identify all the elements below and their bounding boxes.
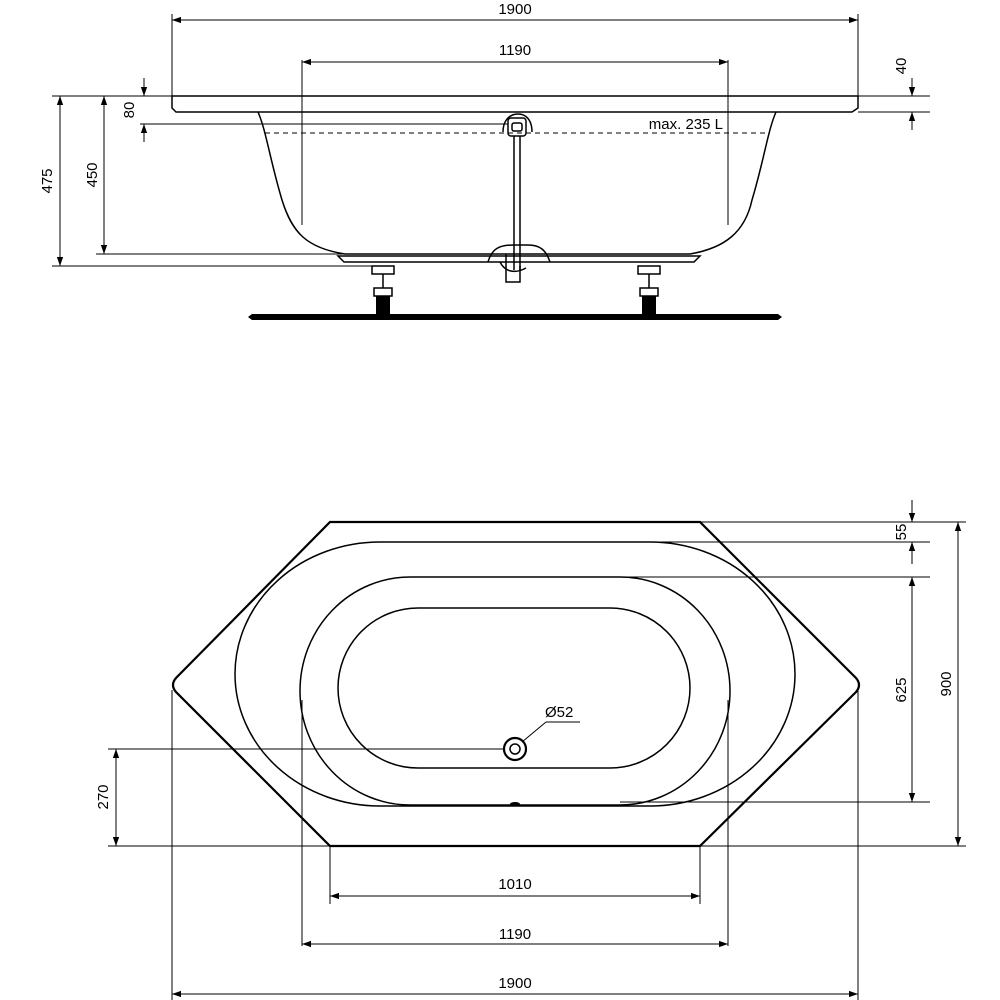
dim-label-900: 900 — [938, 671, 955, 696]
dim-top-inner-width: 1190 — [302, 926, 728, 948]
basin-bottom-stadium — [337, 607, 691, 769]
dim-label-475: 475 — [39, 168, 56, 193]
tub-shell — [257, 111, 777, 255]
overflow-fitting — [499, 113, 533, 283]
capacity-label: max. 235 L — [649, 116, 723, 133]
floor-line — [248, 314, 782, 320]
overflow-mark — [510, 802, 520, 806]
dim-label-1190-top: 1190 — [499, 42, 531, 59]
dim-drain-diameter: Ø52 — [521, 704, 580, 743]
dim-overall-depth: 900 — [700, 521, 966, 847]
dim-label-625: 625 — [893, 677, 910, 702]
top-view: 55 625 900 Ø52 270 — [95, 500, 966, 1000]
dim-label-450: 450 — [84, 162, 101, 187]
dim-label-o52: Ø52 — [545, 704, 573, 721]
dim-width-overall: 1900 — [171, 1, 859, 96]
dim-label-80: 80 — [121, 102, 138, 119]
tub-outline-hexagon — [171, 520, 861, 848]
rim — [171, 95, 859, 113]
dim-label-55: 55 — [893, 524, 910, 541]
dim-label-40: 40 — [893, 58, 910, 75]
dim-flat-front: 1010 — [329, 846, 701, 904]
side-view: 1900 1190 40 80 450 — [39, 1, 930, 320]
dim-label-270: 270 — [95, 784, 112, 809]
dim-rim-edge: 55 — [650, 500, 930, 564]
dim-total-height: 475 — [39, 95, 372, 267]
dim-inner-width: 1190 — [302, 42, 728, 66]
dim-top-width-overall: 1900 — [171, 690, 859, 1000]
basin-top-stadium — [299, 576, 731, 806]
rim-inner-stadium — [234, 541, 796, 807]
dim-label-1900-top: 1900 — [498, 1, 531, 18]
dim-rim-thickness: 40 — [858, 58, 930, 130]
dim-overflow-depth: 450 — [84, 95, 345, 255]
drain-housing — [487, 244, 551, 263]
dim-label-1900-bottom: 1900 — [498, 975, 531, 992]
dim-inner-depth: 625 — [620, 576, 930, 803]
tub-base-plate — [336, 255, 702, 263]
dim-label-1190-bottom: 1190 — [499, 926, 531, 943]
dim-label-1010: 1010 — [498, 876, 531, 893]
foot-right — [637, 265, 661, 316]
dim-drain-offset: 270 — [95, 748, 504, 847]
dim-rim-to-overflow: 80 — [121, 78, 508, 142]
foot-left — [371, 265, 395, 316]
